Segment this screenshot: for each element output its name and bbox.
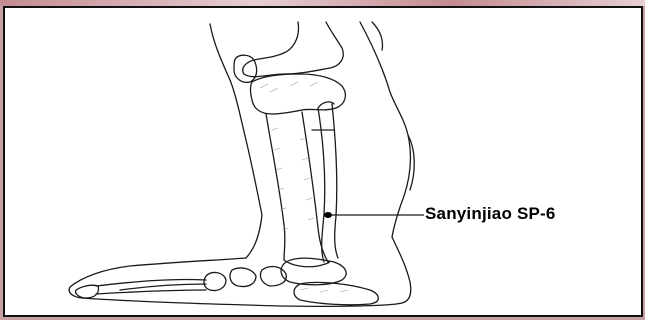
tibia-head (251, 74, 346, 114)
patella (234, 55, 257, 82)
foot-outline (69, 237, 411, 306)
tibia-shaft (266, 114, 285, 260)
leg-outline-front (360, 22, 411, 237)
calcaneus (294, 282, 378, 304)
fibula (318, 108, 325, 262)
fibula-inner (332, 104, 338, 258)
acupoint-marker (324, 212, 332, 218)
talus (281, 258, 346, 285)
toe-phalanges (76, 285, 99, 298)
femur (243, 22, 344, 77)
thigh-outline (372, 22, 383, 50)
metatarsal-2 (96, 290, 206, 294)
cuneiform-1 (230, 268, 256, 287)
metatarsal-3 (120, 284, 206, 290)
cuneiform-2 (204, 273, 226, 291)
metatarsal-1 (96, 279, 206, 286)
tibia-distal (284, 260, 329, 267)
acupoint-label: Sanyinjiao SP-6 (425, 204, 556, 224)
